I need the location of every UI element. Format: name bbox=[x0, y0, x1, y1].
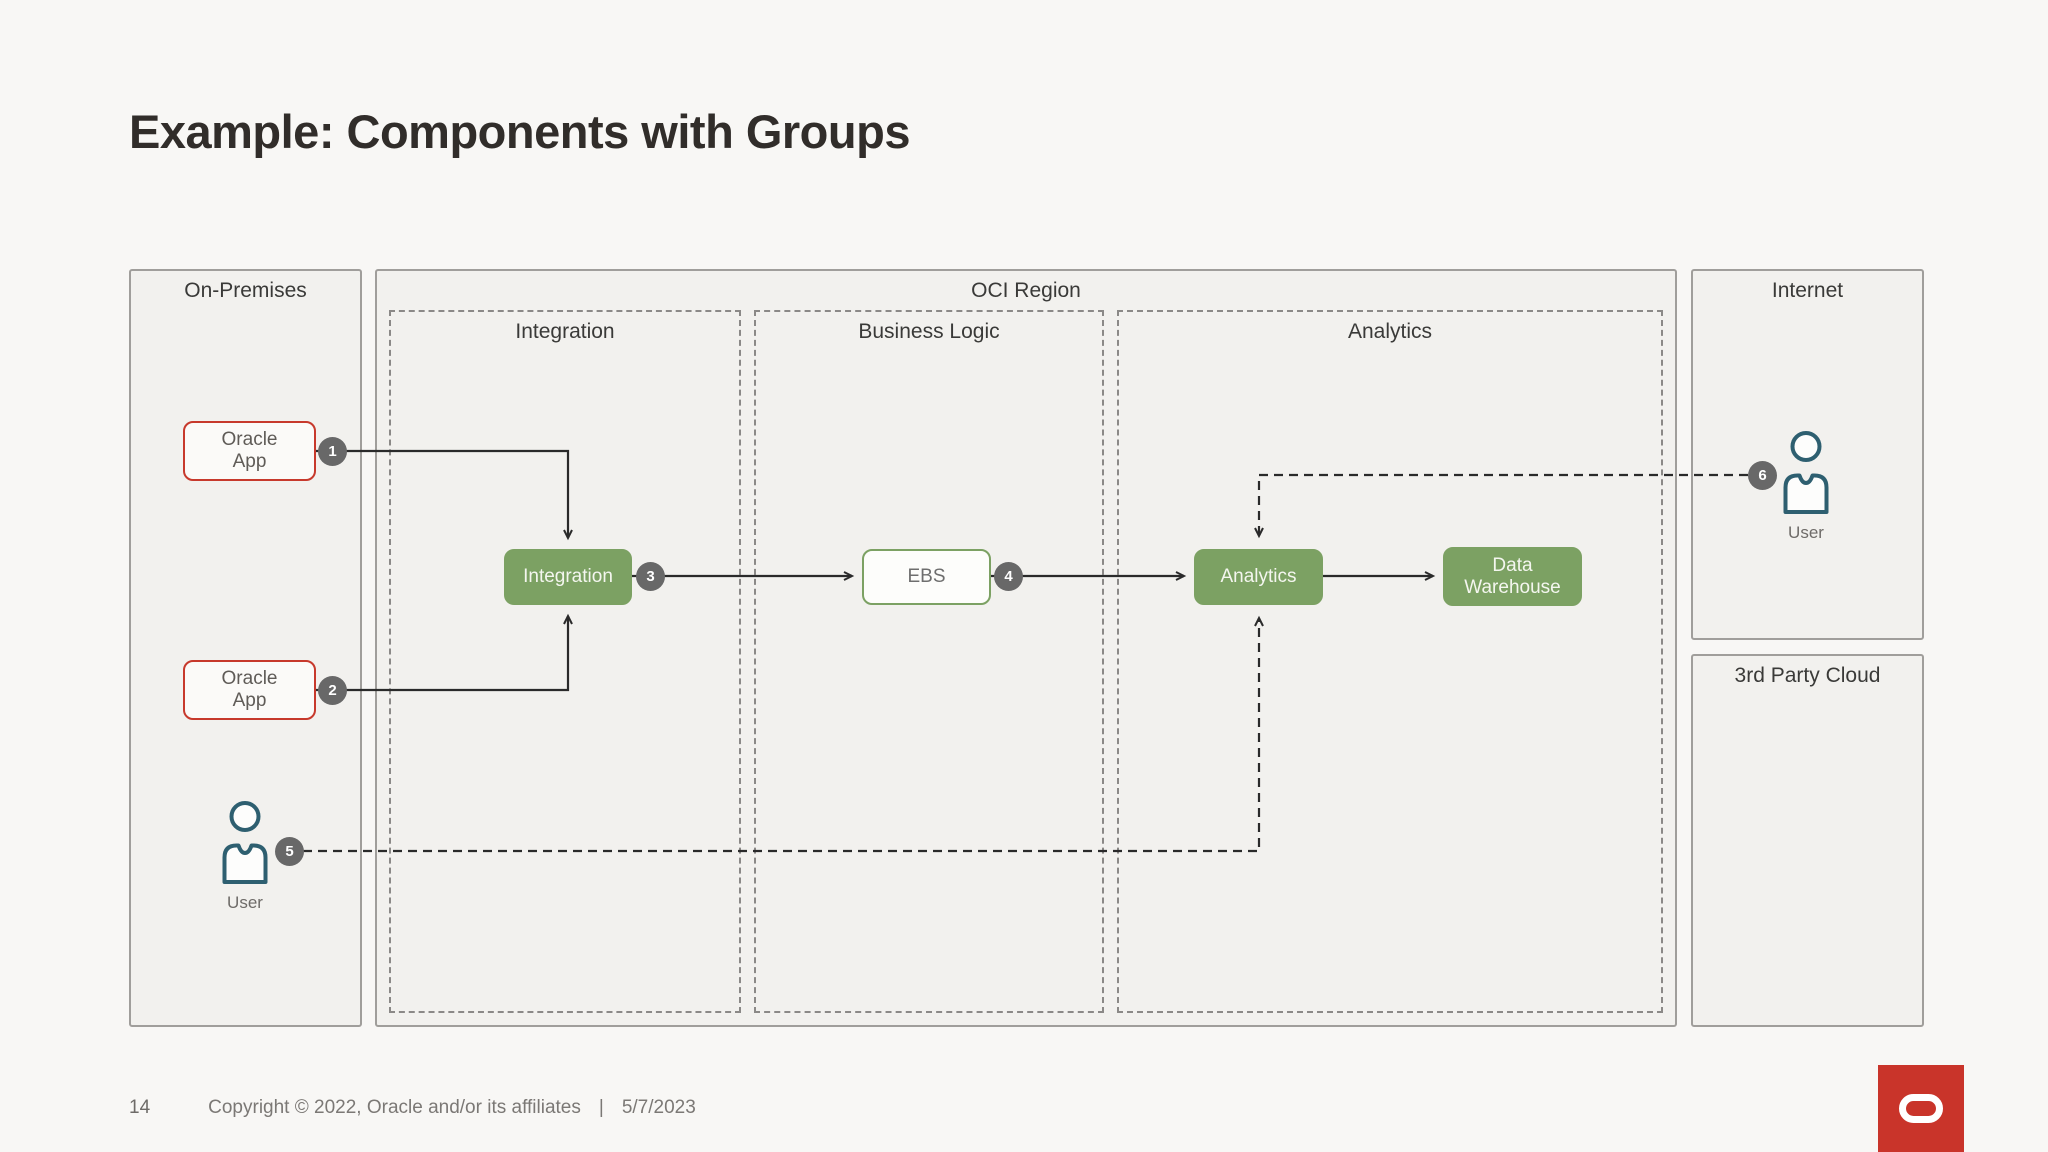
person-icon bbox=[222, 801, 268, 884]
group-on-premises-label: On-Premises bbox=[184, 279, 307, 302]
group-internet: Internet bbox=[1691, 269, 1924, 640]
page-number: 14 bbox=[129, 1097, 151, 1118]
group-third-party-cloud: 3rd Party Cloud bbox=[1691, 654, 1924, 1027]
connection-badge-3: 3 bbox=[636, 562, 665, 591]
group-internet-label: Internet bbox=[1771, 279, 1844, 302]
slide-footer: 14 Copyright © 2022, Oracle and/or its a… bbox=[129, 1097, 696, 1119]
footer-separator: | bbox=[598, 1097, 604, 1118]
connection-badge-1: 1 bbox=[318, 437, 347, 466]
person-icon bbox=[1783, 431, 1829, 514]
group-oci-region-label: OCI Region bbox=[971, 279, 1081, 302]
node-oracle-app-2-label: Oracle App bbox=[221, 668, 278, 711]
user-on-premises-label: User bbox=[227, 893, 263, 912]
group-on-premises: On-Premises bbox=[129, 269, 362, 1027]
oracle-o-icon bbox=[1899, 1094, 1943, 1123]
node-integration-label: Integration bbox=[523, 566, 613, 588]
user-internet: User bbox=[1773, 430, 1839, 543]
node-analytics-label: Analytics bbox=[1220, 566, 1297, 588]
subgroup-integration: Integration bbox=[389, 310, 741, 1013]
node-oracle-app-1: Oracle App bbox=[183, 421, 316, 481]
user-internet-label: User bbox=[1788, 523, 1824, 542]
subgroup-analytics-label: Analytics bbox=[1347, 320, 1433, 343]
connection-badge-6: 6 bbox=[1748, 461, 1777, 490]
node-ebs-label: EBS bbox=[907, 566, 946, 588]
page-title: Example: Components with Groups bbox=[129, 105, 910, 158]
connection-badge-2: 2 bbox=[318, 676, 347, 705]
node-integration: Integration bbox=[504, 549, 632, 605]
node-oracle-app-1-label: Oracle App bbox=[221, 429, 278, 472]
connection-badge-4: 4 bbox=[994, 562, 1023, 591]
subgroup-integration-label: Integration bbox=[515, 320, 615, 343]
subgroup-business-logic-label: Business Logic bbox=[858, 320, 1000, 343]
subgroup-analytics: Analytics bbox=[1117, 310, 1663, 1013]
node-data-warehouse: Data Warehouse bbox=[1443, 547, 1582, 606]
node-ebs: EBS bbox=[862, 549, 991, 605]
connection-badge-5: 5 bbox=[275, 837, 304, 866]
oracle-logo bbox=[1878, 1065, 1964, 1152]
group-third-party-cloud-label: 3rd Party Cloud bbox=[1734, 664, 1881, 687]
node-analytics: Analytics bbox=[1194, 549, 1323, 605]
user-on-premises: User bbox=[212, 800, 278, 913]
footer-date: 5/7/2023 bbox=[621, 1097, 696, 1118]
node-oracle-app-2: Oracle App bbox=[183, 660, 316, 720]
subgroup-business-logic: Business Logic bbox=[754, 310, 1104, 1013]
node-data-warehouse-label: Data Warehouse bbox=[1464, 554, 1561, 598]
copyright-text: Copyright © 2022, Oracle and/or its affi… bbox=[208, 1097, 581, 1118]
